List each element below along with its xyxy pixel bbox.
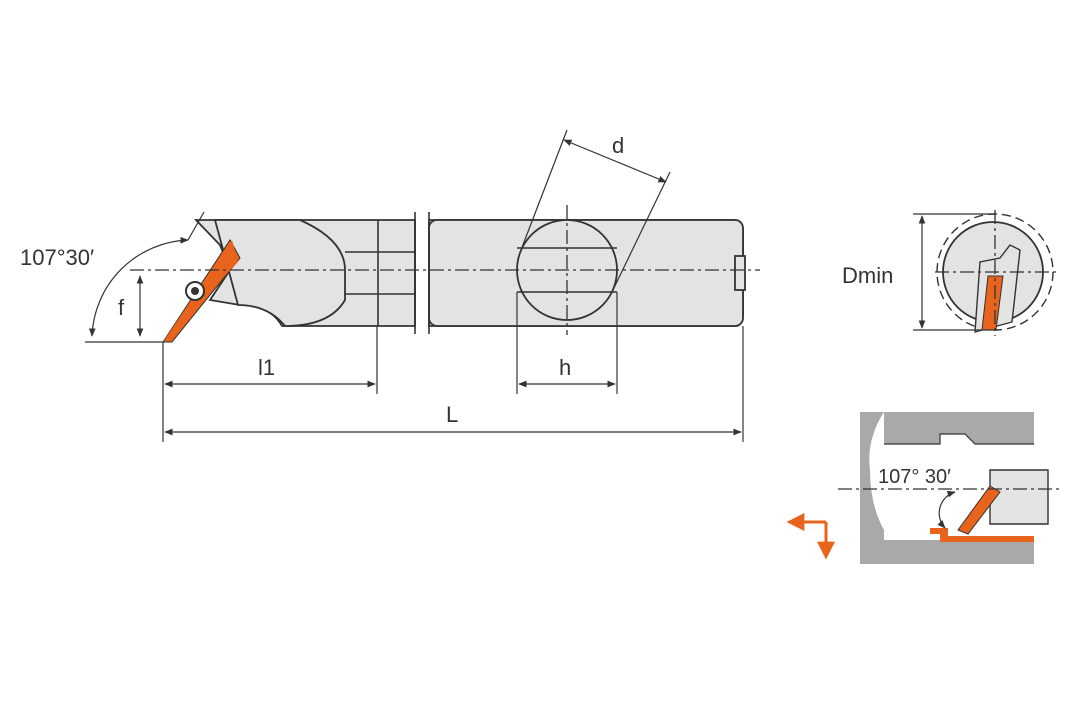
angle-arc: [88, 236, 189, 337]
boring-bar-side-view: [130, 205, 760, 343]
bar-neck-hump: [213, 219, 346, 327]
detail-angle-arc: [937, 490, 956, 529]
d-label: d: [612, 133, 624, 158]
angle-label-detail: 107° 30′: [878, 466, 951, 488]
detail-bar: [989, 469, 1049, 525]
detail-insert: [957, 485, 1001, 535]
f-label: f: [118, 295, 125, 320]
l1-label: l1: [258, 355, 275, 380]
d-ext-left: [520, 129, 568, 251]
angle-ext-line: [187, 211, 205, 241]
end-view: Dmin: [842, 210, 1058, 336]
cut-profile: [930, 528, 1034, 542]
shank-end-flat: [734, 255, 746, 291]
machining-detail-view: 107° 30′: [838, 412, 1060, 564]
insert-screw-center: [191, 287, 199, 295]
dimensions-main: f 107°30′ l1 L h d: [20, 129, 744, 442]
d-dimension-line: [563, 139, 667, 183]
h-label: h: [559, 355, 571, 380]
d-ext-right: [611, 171, 671, 293]
dmin-label: Dmin: [842, 263, 893, 288]
angle-label-main: 107°30′: [20, 245, 94, 270]
feed-direction-arrows-icon: [786, 513, 835, 560]
bore-wall-top: [884, 433, 1034, 445]
L-label: L: [446, 402, 458, 427]
